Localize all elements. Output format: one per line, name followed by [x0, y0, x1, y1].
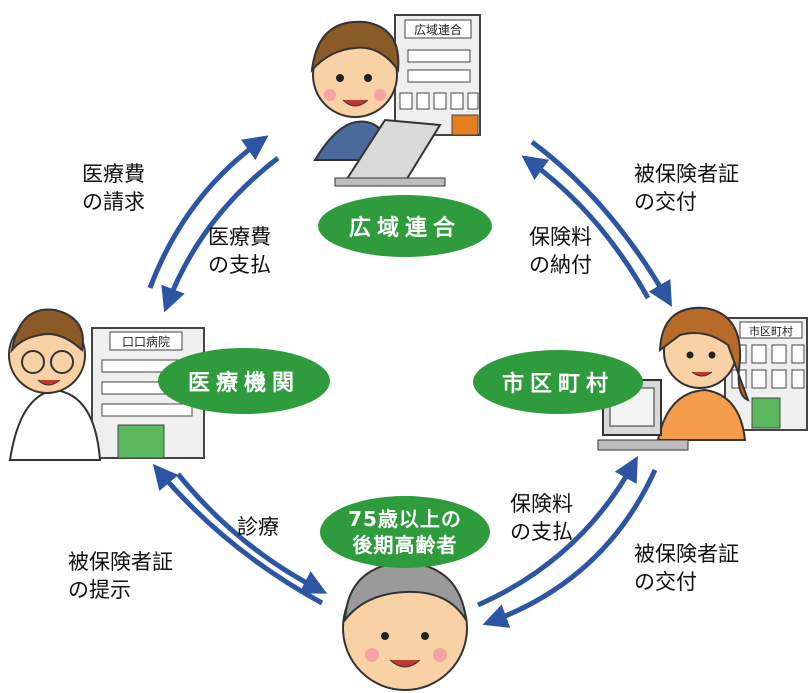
label-card-issue-bottom: 被保険者証 の交付: [634, 540, 739, 596]
label-text: 保険料: [510, 492, 573, 516]
label-text: 診療: [237, 515, 279, 539]
label-premium-payment: 保険料 の納付: [529, 223, 592, 279]
node-iryo-label: 医療機関: [187, 371, 300, 396]
arrow-claim-to-koiki: [147, 135, 269, 289]
label-medical-payment: 医療費 の支払: [208, 223, 271, 279]
label-treatment: 診療: [237, 513, 279, 541]
label-text: 保険料: [529, 225, 592, 249]
hospital-sign-text: 口口病院: [122, 334, 170, 349]
node-iryo-kikan: 医療機関: [158, 348, 330, 414]
arrow-shicho-card-to-elder: [482, 468, 658, 628]
label-text: の請求: [82, 190, 145, 214]
elder-line1: 75歳以上の: [348, 507, 462, 531]
node-shicho-label: 市区町村: [501, 372, 614, 397]
label-text: 被保険者証: [634, 162, 739, 186]
label-medical-claim: 医療費 の請求: [82, 160, 145, 216]
koiki-office-illustration: 広域連合: [310, 14, 481, 187]
elder-illustration: [342, 560, 468, 691]
node-koiki-rengo: 広域連合: [318, 195, 492, 257]
shicho-sign-text: 市区町村: [749, 324, 793, 338]
label-text: 医療費: [82, 162, 145, 186]
node-koiki-label: 広域連合: [348, 216, 461, 241]
label-text: の支払: [208, 253, 271, 277]
label-text: の納付: [529, 253, 592, 277]
arrow-koiki-pay-to-hospital: [161, 156, 280, 313]
arrow-elder-present-to-hospital: [152, 463, 324, 606]
label-text: 被保険者証: [68, 550, 173, 574]
node-shichoson: 市区町村: [473, 350, 643, 414]
elder-line2: 後期高齢者: [352, 533, 458, 557]
label-text: の交付: [634, 570, 697, 594]
arrow-shicho-premium-to-koiki: [521, 155, 651, 300]
koiki-sign-text: 広域連合: [414, 22, 462, 37]
label-text: の交付: [634, 190, 697, 214]
label-card-issue-top: 被保険者証 の交付: [634, 160, 739, 216]
label-premium-pay-elder: 保険料 の支払: [510, 490, 573, 546]
arrow-hospital-treatment-to-elder: [176, 472, 328, 594]
label-text: の支払: [510, 520, 573, 544]
label-text: 医療費: [208, 225, 271, 249]
arrow-koiki-card-to-shicho: [530, 139, 673, 307]
label-card-present: 被保険者証 の提示: [68, 548, 173, 604]
label-text: の提示: [68, 578, 131, 602]
arrow-elder-premium-to-shicho: [476, 456, 638, 608]
flow-arrows: [147, 135, 673, 628]
label-text: 被保険者証: [634, 542, 739, 566]
node-elderly-insured: 75歳以上の 後期高齢者: [320, 496, 490, 568]
